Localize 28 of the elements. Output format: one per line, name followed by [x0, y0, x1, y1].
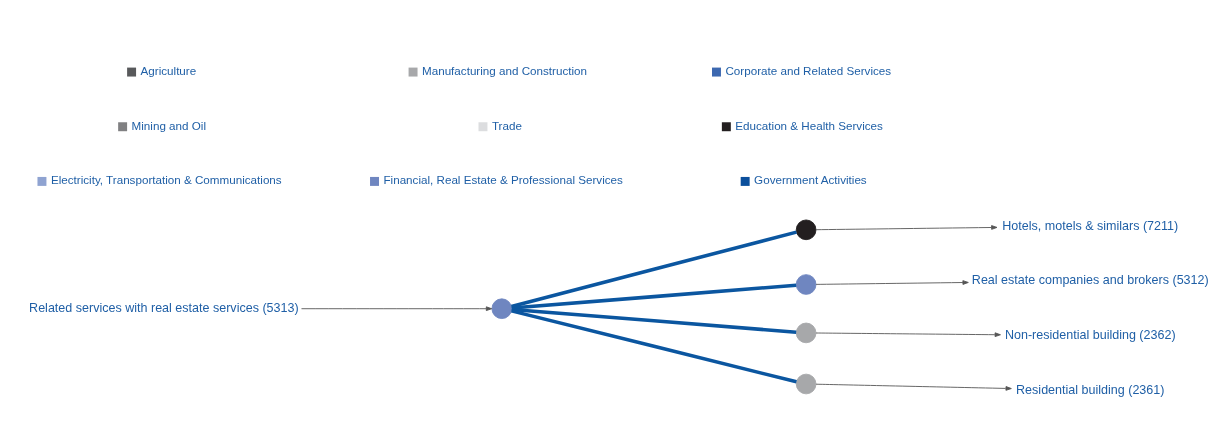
connector — [511, 308, 797, 384]
node-text: Residential building (2361) — [1016, 382, 1165, 397]
arrow — [301, 305, 493, 311]
node-circle — [795, 322, 817, 343]
legend-label: Education & Health Services — [735, 118, 883, 132]
arrow — [815, 224, 998, 230]
legend-label: Government Activities — [754, 172, 867, 186]
legend-label: Financial, Real Estate & Professional Services — [383, 172, 623, 186]
arrow — [815, 331, 1001, 337]
connector — [511, 307, 797, 334]
node-circle — [795, 373, 817, 394]
legend-label: Manufacturing and Construction — [422, 63, 588, 77]
node-circle — [491, 297, 513, 319]
arrow — [815, 383, 1012, 391]
legend-label: Trade — [491, 118, 522, 132]
node-circle — [795, 219, 817, 240]
arrow — [815, 279, 969, 285]
node-text: Related services with real estate services (5313) — [29, 300, 299, 315]
node-circle — [795, 273, 817, 295]
connector — [511, 282, 797, 310]
node-text: Hotels, motels & similars (7211) — [1002, 218, 1179, 233]
legend-label: Mining and Oil — [131, 118, 207, 132]
node-text: Real estate companies and brokers (5312) — [971, 272, 1209, 287]
node-text: Non-residential building (2362) — [1004, 327, 1176, 342]
legend-label: Electricity, Transportation & Communications — [50, 172, 282, 186]
legend-label: Agriculture — [140, 63, 197, 77]
legend-label: Corporate and Related Services — [725, 63, 892, 77]
connector — [510, 229, 797, 308]
